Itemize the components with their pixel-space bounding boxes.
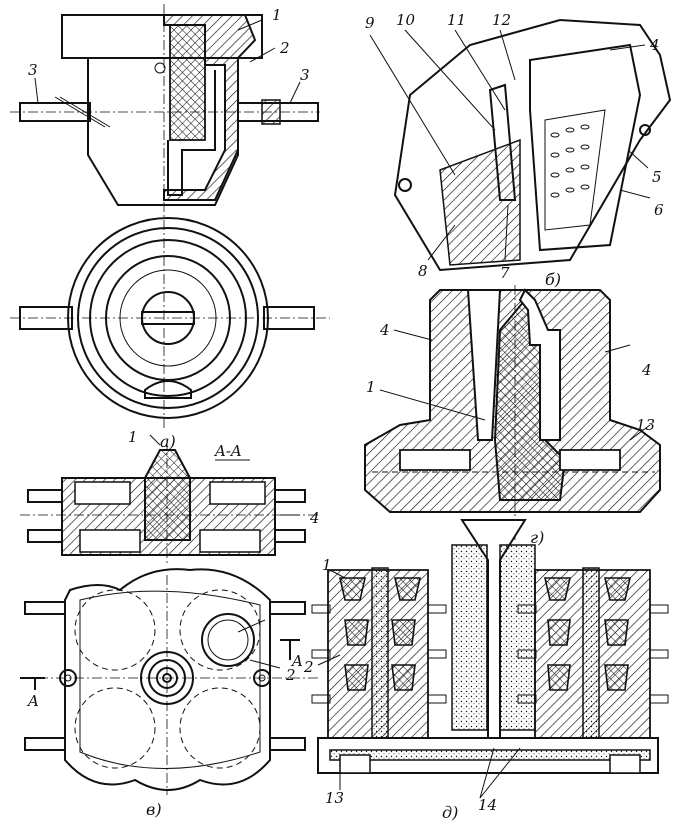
view-a-side-section <box>10 4 320 430</box>
label-b-7: 7 <box>500 264 510 282</box>
vent-holes-grid <box>550 124 590 198</box>
label-d-1: 1 <box>322 556 332 574</box>
caption-b: б) <box>545 270 561 289</box>
label-b-11: 11 <box>447 11 466 29</box>
label-a-3-left: 3 <box>28 61 38 79</box>
view-b-isometric <box>369 18 672 272</box>
label-a-2: 2 <box>279 39 290 57</box>
side-pins <box>311 604 669 704</box>
view-d-section <box>311 519 669 799</box>
label-d-2-plan: 2 <box>285 666 296 684</box>
label-g-4-right: 4 <box>641 361 652 379</box>
caption-d: д) <box>442 803 458 822</box>
marker-a-right: A <box>290 652 303 670</box>
label-b-8: 8 <box>418 262 428 280</box>
label-v-4: 4 <box>309 509 320 527</box>
label-v-1: 1 <box>128 428 138 446</box>
label-a-3-right: 3 <box>300 66 310 84</box>
label-g-1: 1 <box>366 378 376 396</box>
view-v-plan <box>20 568 320 795</box>
label-g-4-left: 4 <box>379 321 390 339</box>
label-d-2: 2 <box>303 658 314 676</box>
caption-v: в) <box>146 800 162 819</box>
view-aa-section <box>20 434 320 565</box>
label-b-10: 10 <box>396 11 416 29</box>
marker-a-left: A <box>26 692 39 710</box>
label-b-5: 5 <box>652 168 662 186</box>
section-label-aa: A-A <box>213 442 242 460</box>
label-a-1: 1 <box>272 6 282 24</box>
label-d-13: 13 <box>325 789 344 807</box>
label-b-4: 4 <box>649 36 660 54</box>
view-a-plan <box>10 217 330 419</box>
label-b-9: 9 <box>365 14 375 32</box>
label-b-6: 6 <box>654 201 664 219</box>
view-g-section <box>364 285 661 540</box>
caption-g: г) <box>530 528 544 547</box>
label-g-13: 13 <box>636 416 655 434</box>
label-b-12: 12 <box>492 11 511 29</box>
label-d-14: 14 <box>478 796 497 814</box>
caption-a: а) <box>160 432 176 451</box>
